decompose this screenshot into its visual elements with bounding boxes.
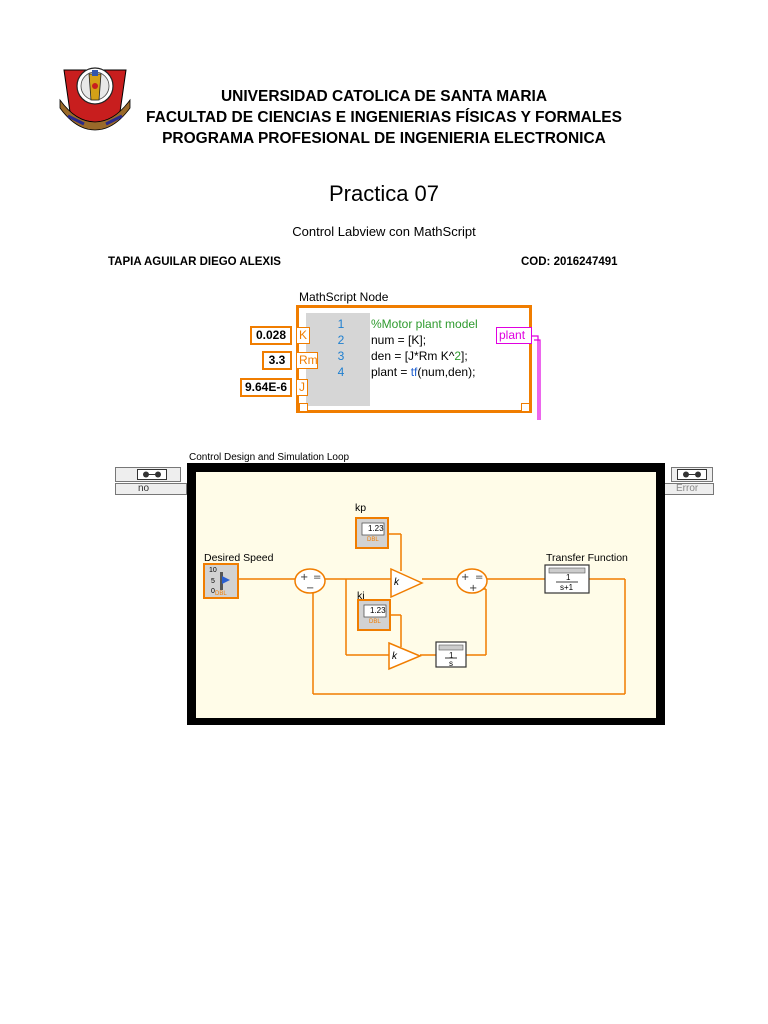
line-number: 4 <box>337 365 345 379</box>
summer-1[interactable]: + = − <box>294 568 326 594</box>
loop-error-input[interactable] <box>115 483 187 495</box>
ki-dbl-tag: DBL <box>369 619 381 625</box>
loop-label: Control Design and Simulation Loop <box>189 452 350 463</box>
input-terminal-j[interactable]: J <box>296 379 308 396</box>
svg-text:+: + <box>300 572 308 583</box>
input-terminal-rm[interactable]: Rm <box>296 352 318 369</box>
node-corner <box>299 403 308 412</box>
kp-control[interactable] <box>355 517 389 549</box>
loop-config-icon <box>677 469 707 480</box>
line-number: 2 <box>337 333 345 347</box>
speed-dbl-tag: DBL <box>215 591 227 597</box>
gain-kp-symbol: k <box>394 577 399 588</box>
kp-label: kp <box>355 502 367 514</box>
slider-scale-top: 10 <box>209 567 217 574</box>
program-name: PROGRAMA PROFESIONAL DE INGENIERIA ELECT… <box>162 130 606 147</box>
code-comment: %Motor plant model <box>371 317 478 331</box>
svg-text:=: = <box>313 572 321 583</box>
loop-left-status: no <box>138 483 150 494</box>
svg-text:=: = <box>475 572 483 583</box>
ki-control[interactable] <box>357 599 391 631</box>
mathscript-node-label: MathScript Node <box>299 290 389 304</box>
tf-numerator: 1 <box>566 573 571 582</box>
document-subtitle: Control Labview con MathScript <box>292 224 476 239</box>
code-function: tf <box>410 365 418 379</box>
kp-numeric-icon: 1.23 <box>368 524 384 533</box>
svg-text:+: + <box>469 583 477 594</box>
loop-right-status: Error <box>676 483 699 494</box>
gain-ki-symbol: k <box>392 651 397 662</box>
constant-rm[interactable]: 3.3 <box>262 351 292 370</box>
student-name: TAPIA AGUILAR DIEGO ALEXIS <box>108 256 281 268</box>
gain-ki[interactable] <box>388 641 422 671</box>
constant-k[interactable]: 0.028 <box>250 326 292 345</box>
code-number: 2 <box>454 349 462 363</box>
integrator-numerator: 1 <box>449 651 454 660</box>
loop-diagram-area <box>196 472 656 718</box>
code-text: den = [J*Rm K^ <box>371 349 455 363</box>
desired-speed-control[interactable] <box>203 563 239 599</box>
integrator-block[interactable] <box>435 641 467 668</box>
tf-denominator: s+1 <box>560 583 574 592</box>
desired-speed-label: Desired Speed <box>204 552 274 564</box>
loop-config-icon <box>137 469 167 480</box>
svg-text:+: + <box>461 572 469 583</box>
input-terminal-k[interactable]: K <box>296 327 310 344</box>
university-crest-logo <box>59 67 131 131</box>
simulation-loop[interactable] <box>187 463 665 725</box>
code-line: plant = tf(num,den); <box>371 364 521 380</box>
code-text: ]; <box>461 349 468 363</box>
integrator-denominator: s <box>449 659 453 668</box>
line-number: 1 <box>337 317 345 331</box>
document-title: Practica 07 <box>328 181 440 206</box>
ki-numeric-icon: 1.23 <box>370 606 386 615</box>
faculty-name: FACULTAD DE CIENCIAS E INGENIERIAS FÍSIC… <box>146 109 622 126</box>
line-number: 3 <box>337 349 345 363</box>
transfer-function-label: Transfer Function <box>546 552 628 564</box>
slider-scale-bot: 0 <box>211 588 215 595</box>
block-diagram: + = − + = + <box>203 517 626 695</box>
node-corner <box>521 403 530 412</box>
slider-scale-mid: 5 <box>211 578 215 585</box>
ki-label: ki <box>357 590 365 602</box>
output-terminal-plant[interactable]: plant <box>496 327 532 344</box>
code-text: plant = <box>371 365 411 379</box>
code-line: num = [K]; <box>371 333 427 347</box>
svg-text:−: − <box>306 583 314 594</box>
mathscript-node: 1 2 3 4 %Motor plant model num = [K]; de… <box>296 305 532 413</box>
code-line: den = [J*Rm K^2]; <box>371 348 521 364</box>
line-numbers: 1 2 3 4 <box>329 316 353 380</box>
code-text: (num,den); <box>417 365 476 379</box>
summer-2[interactable]: + = + <box>456 568 488 594</box>
plant-output-wire <box>532 335 541 420</box>
constant-j[interactable]: 9.64E-6 <box>240 378 292 397</box>
script-code[interactable]: %Motor plant model num = [K]; den = [J*R… <box>371 316 521 380</box>
student-code: COD: 2016247491 <box>521 256 618 268</box>
kp-dbl-tag: DBL <box>367 537 379 543</box>
gain-kp[interactable] <box>390 567 424 599</box>
university-name: UNIVERSIDAD CATOLICA DE SANTA MARIA <box>220 88 548 105</box>
transfer-function-block[interactable] <box>544 564 590 594</box>
